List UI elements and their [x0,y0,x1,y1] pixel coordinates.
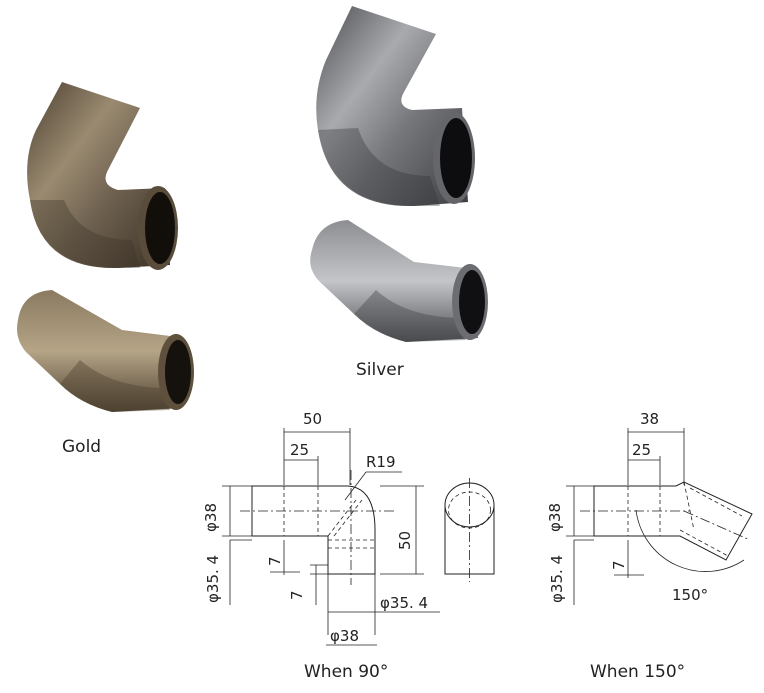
dim-outer-dia-left-150: φ38 [546,503,564,532]
dim-inner-dia-left-90: φ35. 4 [204,555,222,603]
dim-inner-dia-left-150: φ35. 4 [548,555,566,603]
dim-top-inner-90: 25 [290,441,309,459]
dim-outer-dia-bottom-90: φ38 [330,627,359,645]
caption-gold: Gold [62,437,102,457]
dim-radius-90: R19 [366,453,396,471]
dim-angle-150: 150° [672,586,708,604]
caption-when-150: When 150° [590,662,686,682]
dim-seven-a-90: 7 [266,556,284,566]
gold-elbow-90 [27,82,178,270]
caption-silver: Silver [356,360,404,380]
angle-arc-150 [635,509,745,572]
elbow-150-outline [593,481,753,561]
caption-when-90: When 90° [304,662,389,682]
dim-seven-b-90: 7 [288,590,306,600]
end-view-90 [444,478,495,582]
dim-top-inner-150: 25 [632,441,651,459]
dim-outer-dia-left-90: φ38 [202,503,220,532]
dim-inner-dia-bottom-90: φ35. 4 [380,594,428,612]
dim-height-90: 50 [396,531,414,550]
silver-elbow-150 [310,220,488,342]
silver-elbow-90 [316,6,475,207]
dim-seven-150: 7 [610,560,628,570]
gold-elbow-150 [17,290,194,412]
dim-top-overall-150: 38 [640,410,659,428]
elbow-90-outline [251,485,376,575]
dim-top-overall-90: 50 [303,410,322,428]
